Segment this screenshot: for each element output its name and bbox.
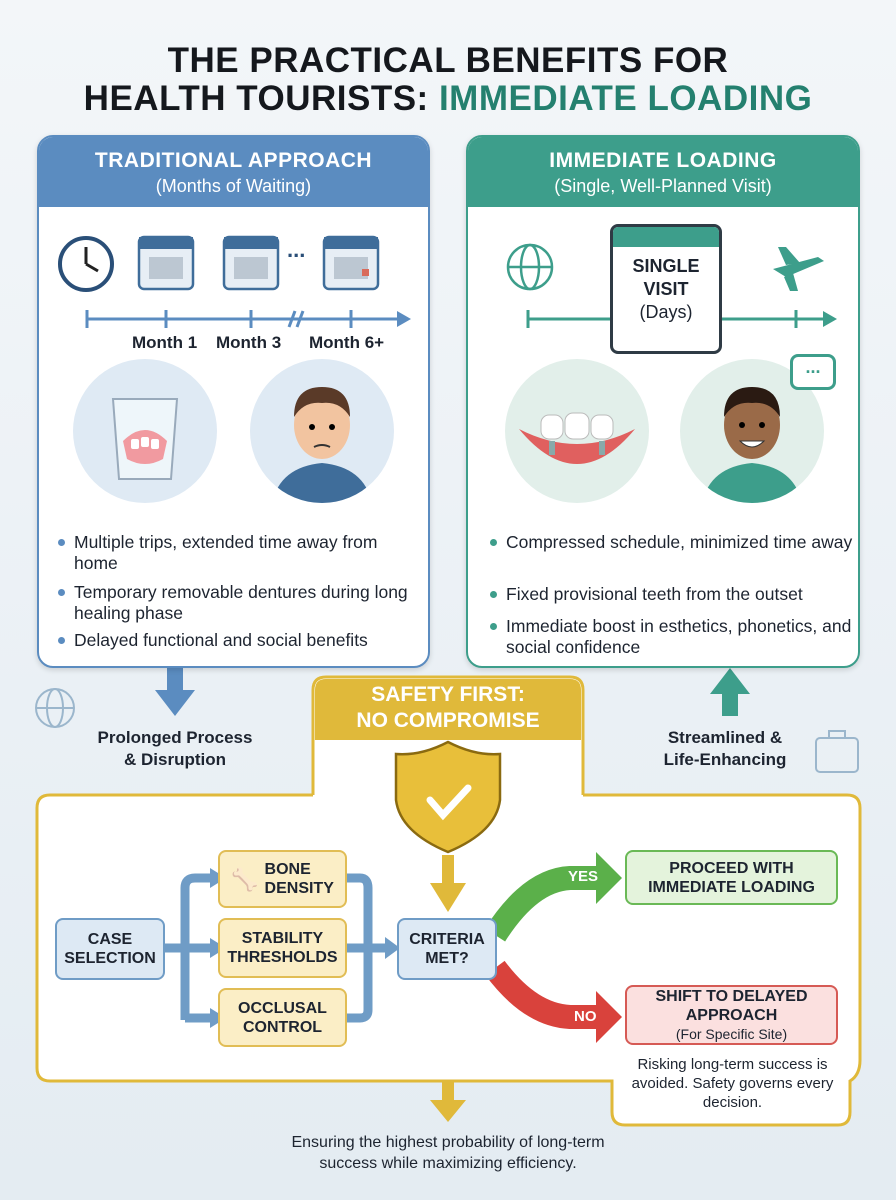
card-header: IMMEDIATE LOADING (Single, Well-Planned …: [468, 137, 858, 207]
month-label: Month 1: [132, 333, 198, 352]
box-text: THRESHOLDS: [227, 949, 338, 966]
month-label: Month 3: [216, 333, 282, 352]
footer-text: Ensuring the highest probability of long…: [200, 1132, 696, 1174]
calendar-text: SINGLE: [632, 256, 700, 276]
shield-check-icon: [394, 740, 502, 854]
timeline: [506, 243, 837, 328]
box-text: PROCEED WITH: [669, 859, 794, 877]
traditional-approach-card: TRADITIONAL APPROACH (Months of Waiting)…: [37, 135, 430, 668]
safety-heading-line: NO COMPROMISE: [356, 709, 540, 732]
outcome-line: Streamlined &: [667, 728, 783, 747]
bullet-item: Fixed provisional teeth from the outset: [488, 584, 858, 605]
traditional-outcome: Prolonged Process & Disruption: [70, 727, 280, 771]
stability-thresholds-box: STABILITY THRESHOLDS: [218, 918, 347, 978]
arrow-to-criteria: [430, 855, 466, 912]
month-label: Month 6+: [309, 333, 385, 352]
airplane-icon: [773, 247, 824, 291]
risk-note: Risking long-term success is avoided. Sa…: [631, 1056, 834, 1111]
title-line-2: HEALTH TOURISTS: IMMEDIATE LOADING: [0, 80, 896, 118]
calendar-text: VISIT: [643, 279, 689, 299]
immediate-loading-card: IMMEDIATE LOADING (Single, Well-Planned …: [466, 135, 860, 668]
box-text: MET?: [425, 950, 469, 967]
up-arrow-icon: [710, 668, 750, 716]
bone-icon: 🦴: [231, 866, 259, 892]
safety-heading-line: SAFETY FIRST:: [371, 683, 525, 706]
smiling-person-icon: [680, 359, 824, 503]
box-text: BONE: [264, 861, 311, 878]
box-text: STABILITY: [241, 930, 324, 947]
card-subheading: (Single, Well-Planned Visit): [554, 176, 772, 196]
bullet-item: Delayed functional and social benefits: [56, 630, 426, 651]
implant-teeth-icon: [505, 359, 649, 503]
safety-heading: SAFETY FIRST: NO COMPROMISE: [315, 682, 581, 734]
calendar-text: (Days): [639, 302, 693, 322]
clock-icon: [58, 236, 114, 292]
case-selection-box: CASE SELECTION: [55, 918, 165, 980]
footer-line: success while maximizing efficiency.: [319, 1155, 577, 1172]
card-heading: IMMEDIATE LOADING: [549, 149, 777, 172]
card-heading: TRADITIONAL APPROACH: [94, 149, 373, 172]
down-arrow-icon: [155, 668, 195, 716]
box-text: OCCLUSAL: [238, 999, 327, 1017]
yes-label: YES: [568, 868, 599, 885]
globe-icon: [35, 688, 75, 728]
bottom-arrow: [430, 1081, 466, 1122]
no-arrow: [596, 991, 622, 1043]
box-text: DENSITY: [264, 880, 334, 897]
criteria-met-box: CRITERIA MET?: [397, 918, 497, 980]
box-text: CASE: [87, 931, 133, 948]
timeline: [58, 235, 411, 328]
box-text: CRITERIA: [409, 931, 485, 948]
speech-text: ...: [805, 357, 821, 377]
yes-arrow: [596, 852, 622, 904]
suitcase-icon: [815, 730, 859, 773]
worried-person-icon: [250, 359, 394, 503]
card-subheading: (Months of Waiting): [155, 176, 312, 196]
single-visit-calendar: SINGLE VISIT (Days): [610, 224, 722, 354]
no-label: NO: [574, 1008, 597, 1025]
speech-bubble-icon: ...: [790, 354, 836, 390]
box-text: IMMEDIATE LOADING: [648, 878, 815, 896]
title-accent: IMMEDIATE LOADING: [438, 79, 813, 118]
bullet-item: Immediate boost in esthetics, phonetics,…: [488, 616, 858, 658]
box-text: SHIFT TO DELAYED: [655, 987, 808, 1005]
outcome-line: Life-Enhancing: [663, 750, 787, 769]
immediate-outcome: Streamlined & Life-Enhancing: [625, 727, 825, 771]
dentures-in-glass-icon: [73, 359, 217, 503]
box-note: (For Specific Site): [675, 1025, 788, 1042]
page-title: THE PRACTICAL BENEFITS FOR HEALTH TOURIS…: [0, 42, 896, 118]
outcome-line: & Disruption: [124, 750, 226, 769]
box-text: CONTROL: [242, 1018, 323, 1036]
bone-density-box: 🦴 BONE DENSITY: [218, 850, 347, 908]
box-text: APPROACH: [685, 1006, 778, 1024]
card-header: TRADITIONAL APPROACH (Months of Waiting): [39, 137, 428, 207]
flow-connectors: [165, 873, 390, 1023]
footer-line: Ensuring the highest probability of long…: [291, 1134, 605, 1151]
bullet-item: Multiple trips, extended time away from …: [56, 532, 426, 574]
title-part: HEALTH TOURISTS:: [83, 79, 439, 118]
bullet-item: Compressed schedule, minimized time away: [488, 532, 858, 553]
ellipsis: ...: [287, 237, 306, 262]
outcome-line: Prolonged Process: [97, 728, 253, 747]
title-line-1: THE PRACTICAL BENEFITS FOR: [167, 41, 729, 80]
box-text: SELECTION: [64, 950, 156, 967]
bullet-item: Temporary removable dentures during long…: [56, 582, 426, 624]
globe-icon: [506, 243, 554, 291]
